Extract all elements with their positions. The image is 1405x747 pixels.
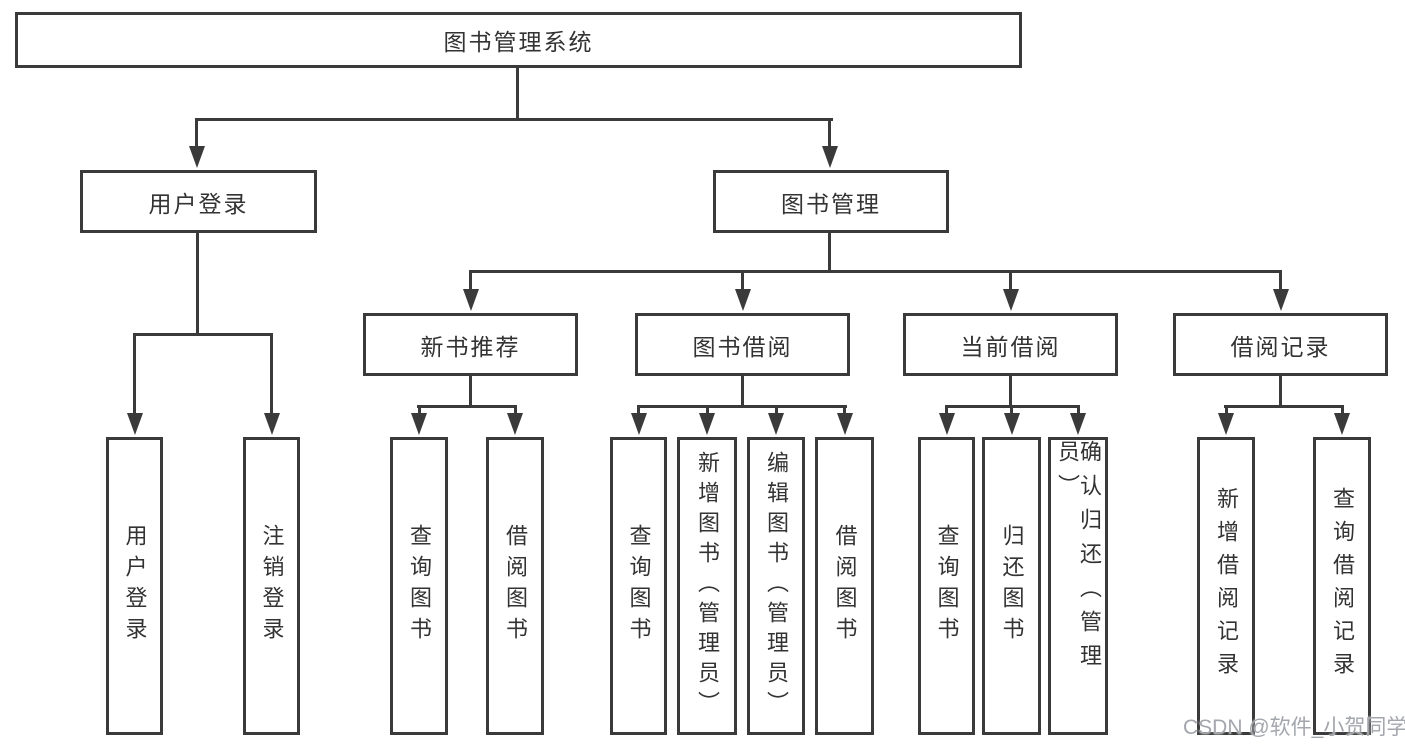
connector-line [1341, 405, 1344, 417]
connector-line [637, 405, 640, 417]
leaf-recommend-query-books: 查询图书 [390, 437, 448, 735]
node-book-management: 图书管理 [713, 170, 949, 233]
connector-line [516, 66, 519, 120]
leaf-recommend-query-books-label: 查询图书 [407, 524, 432, 648]
connector-line [1279, 270, 1282, 292]
connector-line [1009, 270, 1012, 292]
connector-line [270, 333, 273, 417]
arrow-down-icon [699, 413, 715, 435]
leaf-add-books-admin-label: 新增图书（管理员） [695, 451, 720, 721]
node-new-book-recommend-label: 新书推荐 [420, 333, 521, 360]
node-book-borrow-label: 图书借阅 [692, 333, 793, 360]
leaf-borrow-query-books-label: 查询图书 [626, 524, 652, 648]
leaf-return-books: 归还图书 [982, 437, 1041, 735]
arrow-down-icon [1003, 289, 1019, 311]
node-root: 图书管理系统 [15, 12, 1022, 68]
arrow-down-icon [631, 413, 647, 435]
arrow-down-icon [127, 413, 143, 435]
arrow-down-icon [507, 413, 523, 435]
arrow-down-icon [264, 413, 280, 435]
arrow-down-icon [837, 413, 853, 435]
connector-line [133, 333, 273, 336]
leaf-add-borrow-record: 新增借阅记录 [1197, 437, 1255, 735]
connector-line [469, 270, 1282, 273]
leaf-recommend-borrow-books-label: 借阅图书 [503, 524, 528, 648]
arrow-down-icon [1070, 413, 1086, 435]
arrow-down-icon [939, 413, 955, 435]
arrow-down-icon [735, 289, 751, 311]
connector-line [417, 405, 517, 408]
leaf-query-borrow-record-label: 查询借阅记录 [1330, 487, 1355, 685]
connector-line [1224, 405, 1344, 408]
connector-line [843, 405, 846, 417]
arrow-down-icon [1004, 413, 1020, 435]
arrow-down-icon [411, 413, 427, 435]
leaf-confirm-return-admin: 确认归还（管理员） [1048, 437, 1108, 735]
connector-line [469, 374, 472, 407]
leaf-add-books-admin: 新增图书（管理员） [677, 437, 737, 735]
csdn-watermark: CSDN @软件_小贺同学 [1183, 716, 1405, 739]
node-new-book-recommend: 新书推荐 [363, 313, 578, 376]
leaf-logout-label: 注销登录 [259, 524, 285, 648]
leaf-edit-books-admin: 编辑图书（管理员） [747, 437, 805, 735]
arrow-down-icon [1273, 289, 1289, 311]
node-book-management-label: 图书管理 [781, 190, 881, 217]
connector-line [469, 270, 472, 292]
leaf-add-borrow-record-label: 新增借阅记录 [1214, 487, 1239, 685]
connector-line [828, 118, 831, 150]
node-user-login: 用户登录 [80, 170, 317, 233]
arrow-down-icon [463, 289, 479, 311]
connector-line [1010, 405, 1013, 417]
node-borrow-records-label: 借阅记录 [1230, 333, 1331, 360]
connector-line [828, 232, 831, 272]
leaf-borrow-query-books: 查询图书 [610, 437, 667, 735]
connector-line [514, 405, 517, 417]
arrow-down-icon [189, 146, 205, 168]
leaf-recommend-borrow-books: 借阅图书 [486, 437, 544, 735]
node-current-borrow-label: 当前借阅 [960, 333, 1061, 360]
node-root-label: 图书管理系统 [443, 29, 594, 55]
connector-line [1009, 374, 1012, 407]
leaf-borrow-books-label: 借阅图书 [832, 524, 858, 648]
leaf-confirm-return-admin-label: 确认归还（管理员） [1055, 440, 1102, 678]
connector-line [1077, 405, 1080, 417]
leaf-borrow-books: 借阅图书 [815, 437, 874, 735]
connector-line [637, 405, 847, 408]
leaf-current-query-books-label: 查询图书 [934, 524, 960, 648]
node-user-login-label: 用户登录 [148, 190, 249, 217]
arrow-down-icon [768, 413, 784, 435]
connector-line [741, 374, 744, 407]
connector-line [775, 405, 778, 417]
connector-line [133, 333, 136, 417]
connector-line [1279, 374, 1282, 407]
leaf-edit-books-admin-label: 编辑图书（管理员） [764, 451, 789, 721]
connector-line [196, 232, 199, 335]
connector-line [196, 118, 833, 121]
connector-line [195, 118, 198, 150]
leaf-logout: 注销登录 [243, 437, 300, 735]
leaf-user-login-label: 用户登录 [122, 524, 148, 648]
connector-line [741, 270, 744, 292]
arrow-down-icon [1218, 413, 1234, 435]
connector-line [706, 405, 709, 417]
node-current-borrow: 当前借阅 [903, 313, 1118, 376]
leaf-query-borrow-record: 查询借阅记录 [1313, 437, 1371, 735]
connector-line [418, 405, 421, 417]
arrow-down-icon [1334, 413, 1350, 435]
leaf-user-login: 用户登录 [106, 437, 163, 735]
connector-line [1225, 405, 1228, 417]
leaf-return-books-label: 归还图书 [999, 524, 1025, 648]
node-book-borrow: 图书借阅 [635, 313, 850, 376]
arrow-down-icon [822, 146, 838, 168]
leaf-current-query-books: 查询图书 [918, 437, 975, 735]
connector-line [945, 405, 948, 417]
node-borrow-records: 借阅记录 [1173, 313, 1388, 376]
